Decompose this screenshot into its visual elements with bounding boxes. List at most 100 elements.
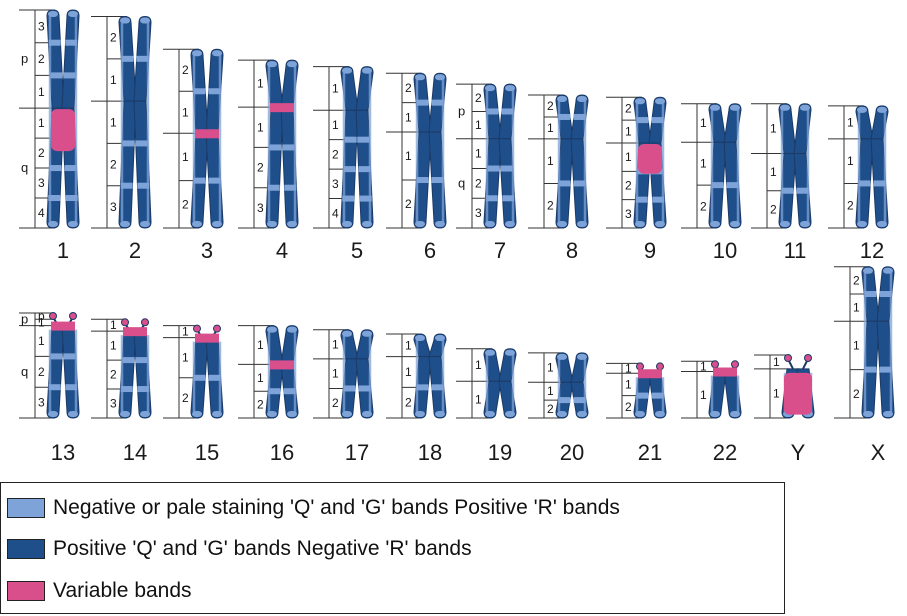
pale-band bbox=[120, 221, 130, 227]
pale-band bbox=[192, 221, 202, 227]
band-label-q1: 1 bbox=[847, 154, 854, 168]
band-label-q1: 1 bbox=[182, 150, 189, 164]
pale-band bbox=[193, 88, 206, 95]
satellite-knob bbox=[656, 362, 664, 371]
chromatid-left bbox=[861, 266, 880, 419]
pale-band bbox=[122, 357, 135, 364]
variable-band bbox=[638, 143, 662, 174]
variable-band bbox=[123, 327, 147, 337]
band-label-p1: 1 bbox=[332, 337, 339, 351]
satellite-knob bbox=[193, 324, 201, 333]
pale-band bbox=[120, 386, 133, 393]
band-label-p1: 1 bbox=[257, 77, 264, 91]
band-label-q3: 3 bbox=[38, 176, 45, 190]
chromatid-left bbox=[855, 105, 874, 229]
band-label-p1: 1 bbox=[773, 355, 780, 369]
pale-band bbox=[485, 349, 495, 356]
band-label-p1: 1 bbox=[110, 318, 117, 332]
band-label-p1: 2 bbox=[547, 99, 554, 113]
band-label-p1: 2 bbox=[475, 91, 482, 105]
arm-label-p: p bbox=[21, 311, 28, 326]
pale-band bbox=[212, 50, 222, 57]
pale-band bbox=[283, 388, 296, 395]
chromosome-number: 22 bbox=[713, 440, 737, 465]
pale-band bbox=[655, 221, 665, 227]
variable-band bbox=[638, 369, 662, 379]
pale-band bbox=[65, 384, 78, 391]
pale-band bbox=[879, 366, 892, 373]
pale-band bbox=[65, 39, 78, 46]
band-label-q1: 1 bbox=[770, 165, 777, 179]
pale-band bbox=[63, 72, 76, 79]
chromosome-number: 15 bbox=[195, 440, 219, 465]
pale-band bbox=[212, 221, 222, 227]
band-label-q3: 3 bbox=[332, 177, 339, 191]
chromatid-right bbox=[133, 318, 152, 419]
band-label-q2: 2 bbox=[625, 178, 632, 192]
pale-band bbox=[864, 366, 877, 373]
legend-swatch-variable bbox=[7, 581, 45, 601]
band-label-q2: 2 bbox=[853, 387, 860, 401]
pale-band bbox=[502, 195, 515, 202]
pale-band bbox=[635, 98, 645, 105]
band-label-q2: 2 bbox=[405, 197, 412, 211]
band-label-q1: 1 bbox=[405, 365, 412, 379]
pale-band bbox=[435, 411, 445, 417]
chromosome-number: 14 bbox=[123, 440, 147, 465]
pale-band bbox=[573, 113, 586, 120]
pale-band bbox=[557, 96, 567, 103]
pale-band bbox=[573, 180, 586, 187]
satellite-knob bbox=[49, 312, 57, 320]
band-label-p2: 1 bbox=[405, 110, 412, 124]
pale-band bbox=[415, 74, 425, 81]
band-label-q1: 1 bbox=[853, 338, 860, 352]
chromatid-left bbox=[555, 352, 574, 419]
band-label-p2: 1 bbox=[853, 301, 860, 315]
pale-band bbox=[140, 411, 150, 417]
pale-band bbox=[558, 113, 571, 120]
variable-band bbox=[195, 129, 219, 139]
pale-band bbox=[120, 182, 133, 189]
arm-label-q: q bbox=[21, 160, 28, 175]
satellite-knob bbox=[711, 360, 719, 369]
pale-band bbox=[710, 221, 720, 227]
chromatid-left bbox=[633, 362, 652, 419]
chromosome-number: 19 bbox=[488, 440, 512, 465]
band-label-q1: 1 bbox=[38, 334, 45, 348]
band-label-q3: 3 bbox=[257, 201, 264, 215]
pale-band bbox=[362, 411, 372, 417]
band-label-q1: 1 bbox=[625, 150, 632, 164]
band-label-q1: 1 bbox=[332, 367, 339, 381]
chromatid-right bbox=[205, 324, 224, 419]
pale-band bbox=[137, 182, 150, 189]
pale-band bbox=[359, 195, 372, 202]
chromatid-right bbox=[428, 72, 447, 229]
pale-band bbox=[267, 184, 280, 191]
pale-band bbox=[796, 187, 809, 194]
band-label-q1: 1 bbox=[700, 157, 707, 171]
pale-band bbox=[357, 136, 370, 143]
pale-band bbox=[208, 374, 221, 381]
chromosome-number: 2 bbox=[129, 238, 141, 263]
pale-band bbox=[431, 99, 444, 106]
chromatid-right bbox=[723, 103, 742, 229]
band-label-q2: 2 bbox=[110, 368, 117, 382]
band-label-q1: 1 bbox=[38, 116, 45, 130]
satellite-knob bbox=[804, 354, 812, 362]
pale-band bbox=[344, 136, 357, 143]
pale-band bbox=[48, 221, 58, 227]
pale-band bbox=[208, 177, 221, 184]
pale-band bbox=[415, 221, 425, 227]
legend-item-variable: Variable bands bbox=[7, 576, 192, 606]
pale-band bbox=[435, 335, 445, 341]
chromatid-right bbox=[793, 103, 812, 229]
chromatid-right bbox=[498, 83, 517, 229]
band-label-p2: 1 bbox=[547, 121, 554, 135]
band-label-q2: 2 bbox=[770, 202, 777, 216]
band-label-q2: 2 bbox=[332, 396, 339, 410]
